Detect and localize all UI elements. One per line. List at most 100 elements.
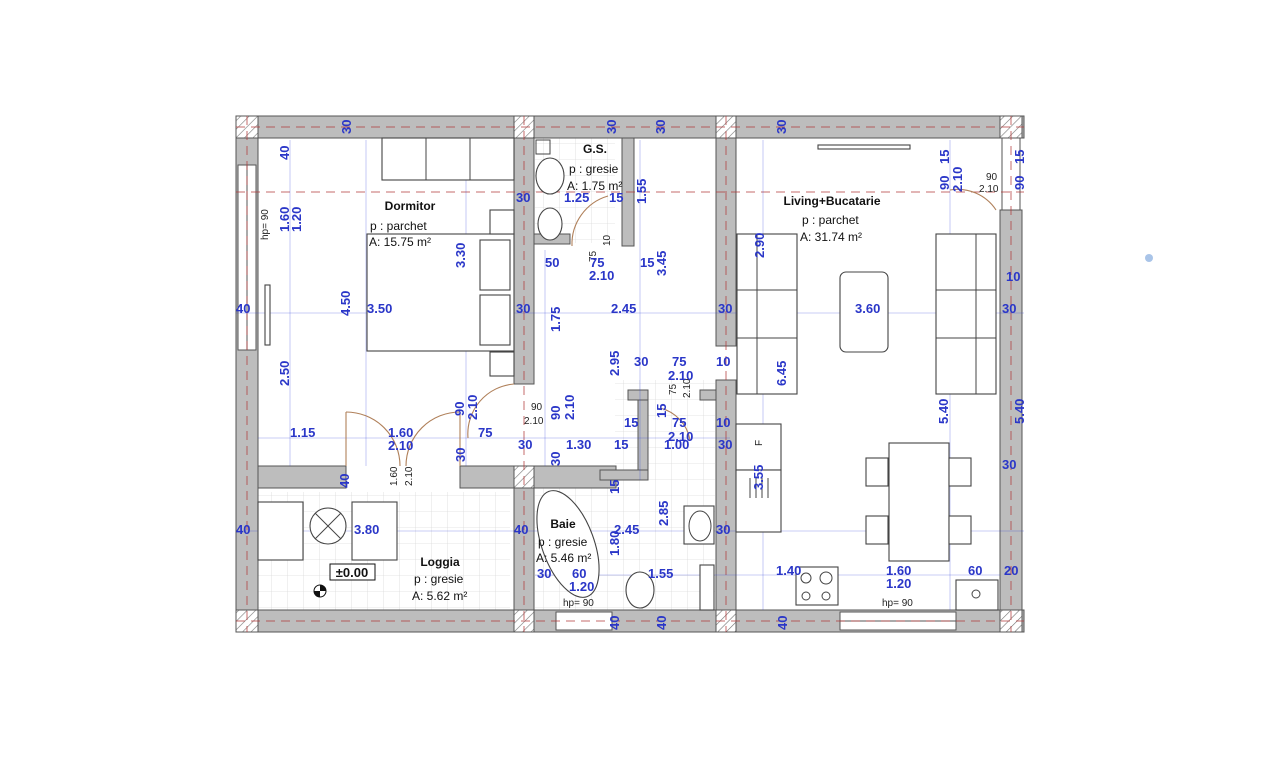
dimension-label: 15 (624, 415, 638, 430)
room-label-loggia: Loggia p : gresie A: 5.62 m² (412, 555, 467, 603)
dimension-label: 30 (718, 437, 732, 452)
dimension-label: 75 (668, 383, 679, 395)
room-name: Living+Bucatarie (783, 194, 880, 208)
dimension-label: 30 (716, 522, 730, 537)
dimension-label: 1.20 (886, 576, 911, 591)
dimension-label: 2.10 (668, 429, 693, 444)
gs-furniture (535, 139, 565, 241)
dimension-label: 1.60 (277, 207, 292, 232)
dimension-label: 90 (986, 172, 998, 183)
dimension-label: 15 (654, 404, 669, 418)
dimension-label: 60 (968, 563, 982, 578)
dimension-label: 1.55 (648, 566, 673, 581)
dimension-label: 1.40 (776, 563, 801, 578)
dimension-label: 90 (531, 402, 543, 413)
dimension-label: 30 (339, 120, 354, 134)
dimension-label: 40 (654, 616, 669, 630)
dimension-label: 1.30 (566, 437, 591, 452)
dimension-label: 30 (604, 120, 619, 134)
door-labels: 90 2.10 90 2.10 75 10 75 2.10 1.60 2.10 … (389, 172, 999, 486)
dimension-label: 2.10 (682, 378, 693, 398)
window-height-baie: hp= 90 (563, 598, 594, 609)
dimension-label: 1.80 (607, 531, 622, 556)
dimension-label: 90 (1012, 176, 1027, 190)
dimension-label: 3.60 (855, 301, 880, 316)
dimension-label: 3.30 (453, 243, 468, 268)
dimension-label: 40 (236, 522, 250, 537)
dimension-label: 2.10 (404, 466, 415, 486)
room-label-baie: Baie p : gresie A: 5.46 m² (536, 517, 591, 565)
loggia-furniture (257, 501, 398, 561)
dimension-label: 40 (607, 616, 622, 630)
dimension-label: 10 (602, 234, 613, 246)
dimension-label: 30 (718, 301, 732, 316)
dimension-label: 60 (572, 566, 586, 581)
dimension-label: 2.10 (668, 368, 693, 383)
baie-furniture (536, 490, 715, 611)
dimension-label: 75 (672, 354, 686, 369)
dimension-label: 3.50 (367, 301, 392, 316)
dimension-label: 75 (672, 415, 686, 430)
dimensions-vertical: 30 30 30 30 40 1.60 1.20 3.30 4.50 2.50 … (277, 120, 1027, 630)
dimension-label: 2.85 (656, 501, 671, 526)
dimension-label: 1.60 (388, 425, 413, 440)
dormitor-furniture (264, 137, 515, 377)
dimension-label: 6.45 (774, 361, 789, 386)
dimension-label: 2.90 (752, 233, 767, 258)
dimension-label: 15 (640, 255, 654, 270)
dimension-label: 2.45 (611, 301, 636, 316)
dimension-label: 1.75 (548, 307, 563, 332)
dimension-label: 2.10 (562, 395, 577, 420)
dimension-label: 1.25 (564, 190, 589, 205)
dimension-label: 30 (774, 120, 789, 134)
dimension-label: 1.20 (289, 207, 304, 232)
dimension-label: 40 (236, 301, 250, 316)
dimension-label: 75 (588, 250, 599, 262)
level-marker: ±0.00 (313, 563, 376, 598)
dimension-label: 40 (775, 616, 790, 630)
doors (345, 188, 997, 467)
dimension-label: 40 (277, 146, 292, 160)
dimension-label: 2.45 (614, 522, 639, 537)
room-area: A: 5.62 m² (412, 589, 467, 603)
dimension-label: 30 (516, 301, 530, 316)
dimension-label: 1.60 (886, 563, 911, 578)
dimension-label: 15 (937, 150, 952, 164)
dimension-label: 30 (634, 354, 648, 369)
dimension-label: 3.80 (354, 522, 379, 537)
marker-dot (1145, 254, 1153, 262)
room-name: Baie (550, 517, 576, 531)
room-label-dormitor: Dormitor p : parchet A: 15.75 m² (369, 199, 436, 249)
dimension-label: 2.10 (524, 416, 544, 427)
dimension-label: 4.50 (338, 291, 353, 316)
dimension-label: 2.10 (979, 184, 999, 195)
dimension-label: 30 (1002, 457, 1016, 472)
room-floor: p : gresie (414, 572, 464, 586)
dimension-label: 30 (516, 190, 530, 205)
dimension-label: 30 (453, 448, 468, 462)
dimension-label: 15 (1012, 150, 1027, 164)
fridge-label: F (754, 440, 765, 446)
dimension-label: 40 (337, 474, 352, 488)
room-area: A: 5.46 m² (536, 551, 591, 565)
dimension-label: 30 (548, 452, 563, 466)
room-name: G.S. (583, 142, 607, 156)
room-label-gs: G.S. p : gresie A: 1.75 m² (567, 142, 622, 193)
dimensions-horizontal: 3.50 1.15 1.60 2.10 75 40 30 1.25 15 50 … (236, 190, 1020, 594)
room-floor: p : parchet (370, 219, 427, 233)
dimension-label: 15 (609, 190, 623, 205)
dimension-label: 30 (537, 566, 551, 581)
room-area: A: 31.74 m² (800, 230, 862, 244)
dimension-label: 1.55 (634, 179, 649, 204)
dimension-label: 5.40 (1012, 399, 1027, 424)
dimension-label: 5.40 (936, 399, 951, 424)
dimension-label: 20 (1004, 563, 1018, 578)
dimension-label: 1.15 (290, 425, 315, 440)
room-label-living: Living+Bucatarie p : parchet A: 31.74 m² (783, 194, 880, 244)
level-marker-text: ±0.00 (336, 565, 368, 580)
dimension-label: 30 (1002, 301, 1016, 316)
dimension-label: 90 (548, 406, 563, 420)
dimension-label: 2.95 (607, 351, 622, 376)
dimension-label: 2.10 (388, 438, 413, 453)
dimension-label: 10 (1006, 269, 1020, 284)
